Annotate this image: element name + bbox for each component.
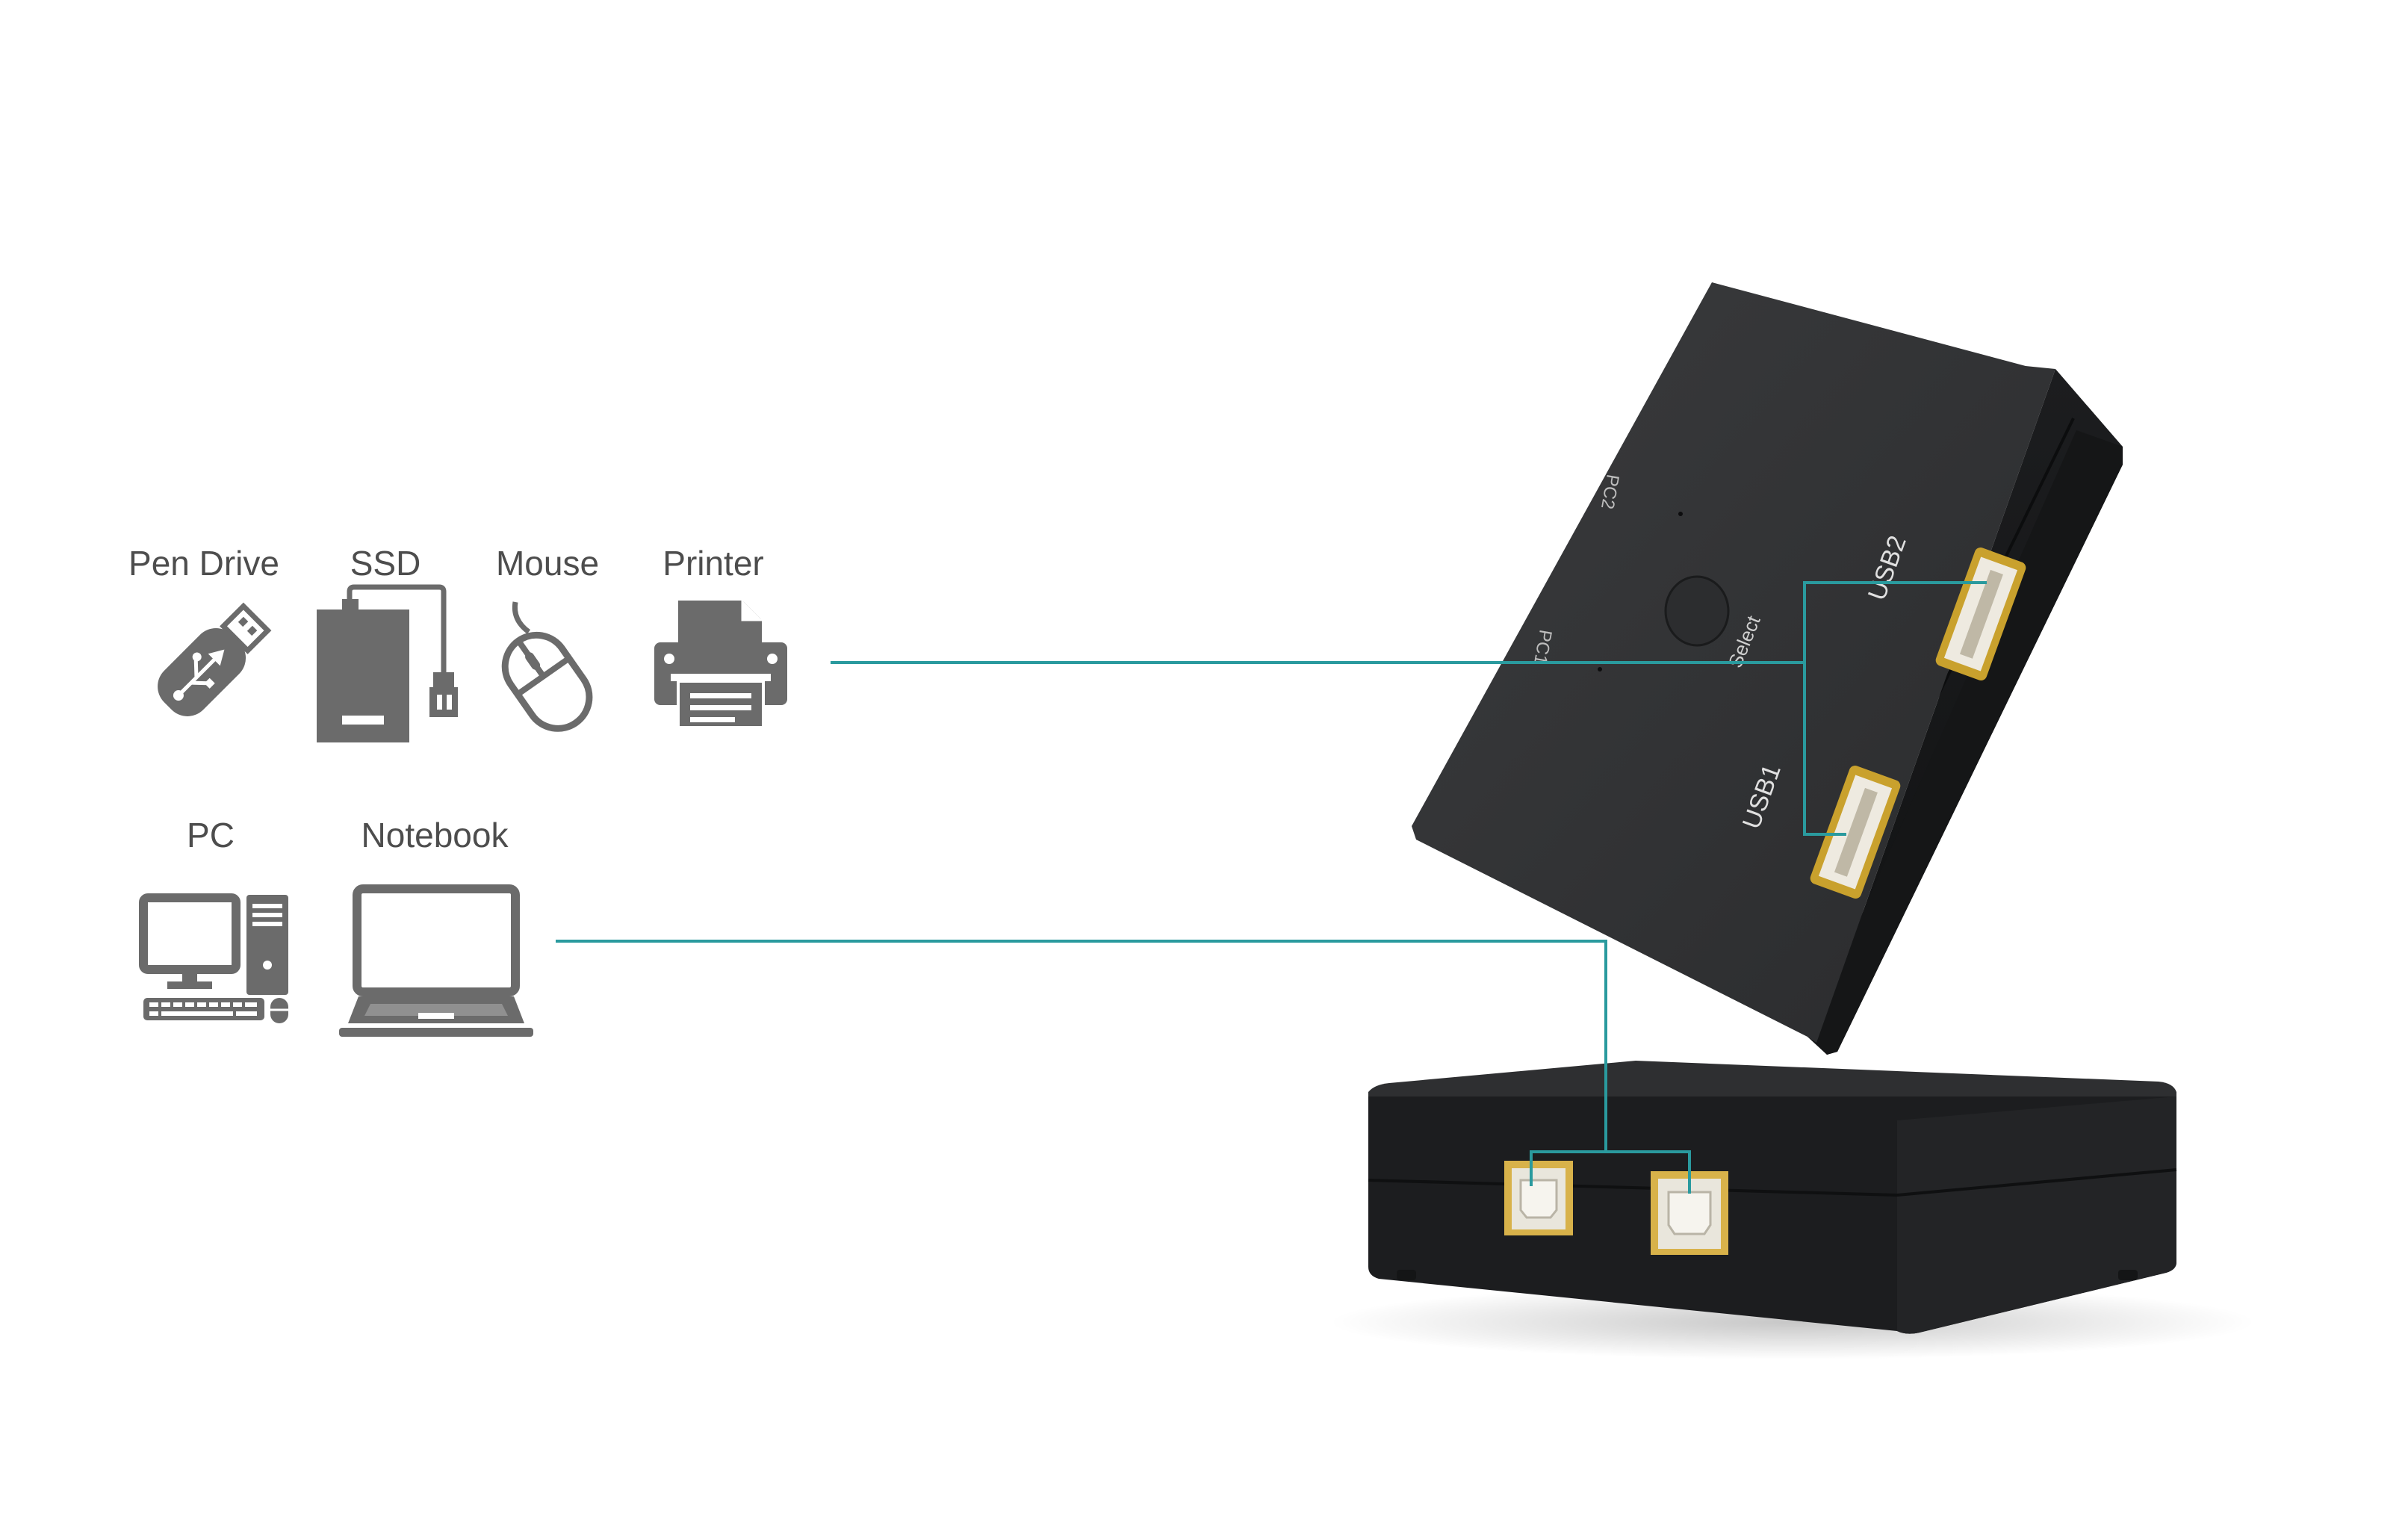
printer-label: Printer <box>662 544 764 583</box>
usb-b-port-1 <box>1504 1161 1573 1235</box>
printer-icon <box>654 601 787 729</box>
pc-icon <box>139 893 288 1023</box>
switch-back-view <box>1368 1061 2177 1334</box>
pc-label: PC <box>187 816 235 855</box>
mouse-label: Mouse <box>495 544 600 583</box>
usb-a-port-2 <box>1935 548 2026 680</box>
mouse-icon <box>501 601 593 732</box>
ssd-icon <box>317 584 458 742</box>
usb-a-port-1 <box>1810 766 1901 899</box>
usb-device-connector-line <box>831 581 1987 664</box>
switch-top-view: PC2 PC1 Select USB2 USB1 <box>1412 282 2123 1055</box>
usb-b-port-2 <box>1651 1171 1728 1255</box>
notebook-label: Notebook <box>361 816 509 855</box>
connector-lines <box>556 581 1987 1194</box>
pen-drive-label: Pen Drive <box>128 544 279 583</box>
ssd-label: SSD <box>350 544 421 583</box>
notebook-icon <box>339 884 533 1037</box>
select-button <box>1664 575 1730 647</box>
pen-drive-icon <box>158 602 272 716</box>
